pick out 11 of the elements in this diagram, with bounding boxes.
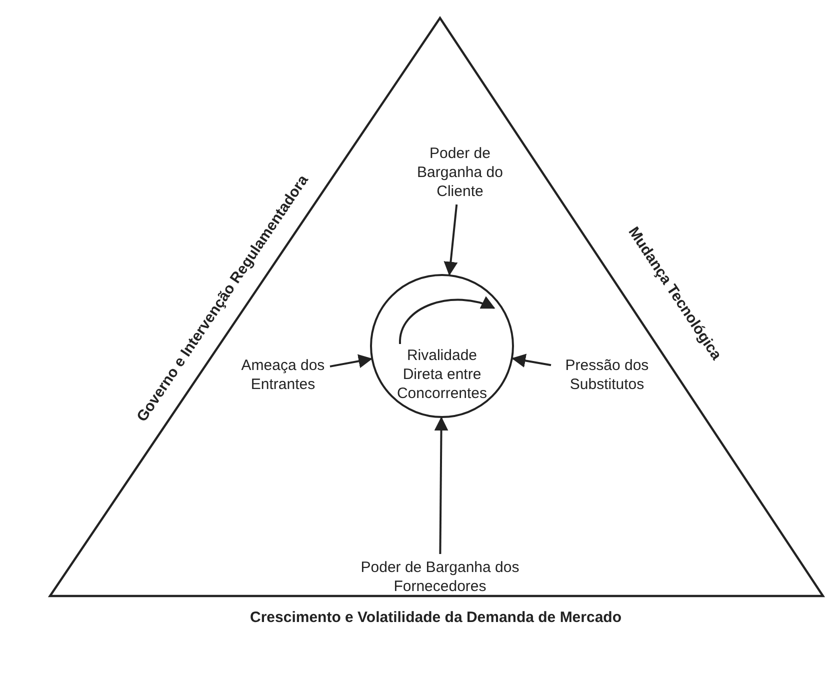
side-label: Crescimento e Volatilidade da Demanda de Mercado — [250, 608, 622, 626]
circle-node — [370, 274, 514, 418]
arrow — [434, 416, 448, 554]
force-label: Poder de Barganha do Cliente — [416, 144, 504, 200]
arrow — [512, 354, 552, 368]
arrow — [330, 354, 373, 368]
force-label: Pressão dos Substitutos — [564, 356, 650, 394]
node-label: Rivalidade Direta entre Concorrentes — [396, 346, 488, 403]
arrow — [444, 204, 458, 276]
force-label: Ameaça dos Entrantes — [240, 356, 326, 394]
force-label: Poder de Barganha dos Fornecedores — [360, 558, 520, 596]
